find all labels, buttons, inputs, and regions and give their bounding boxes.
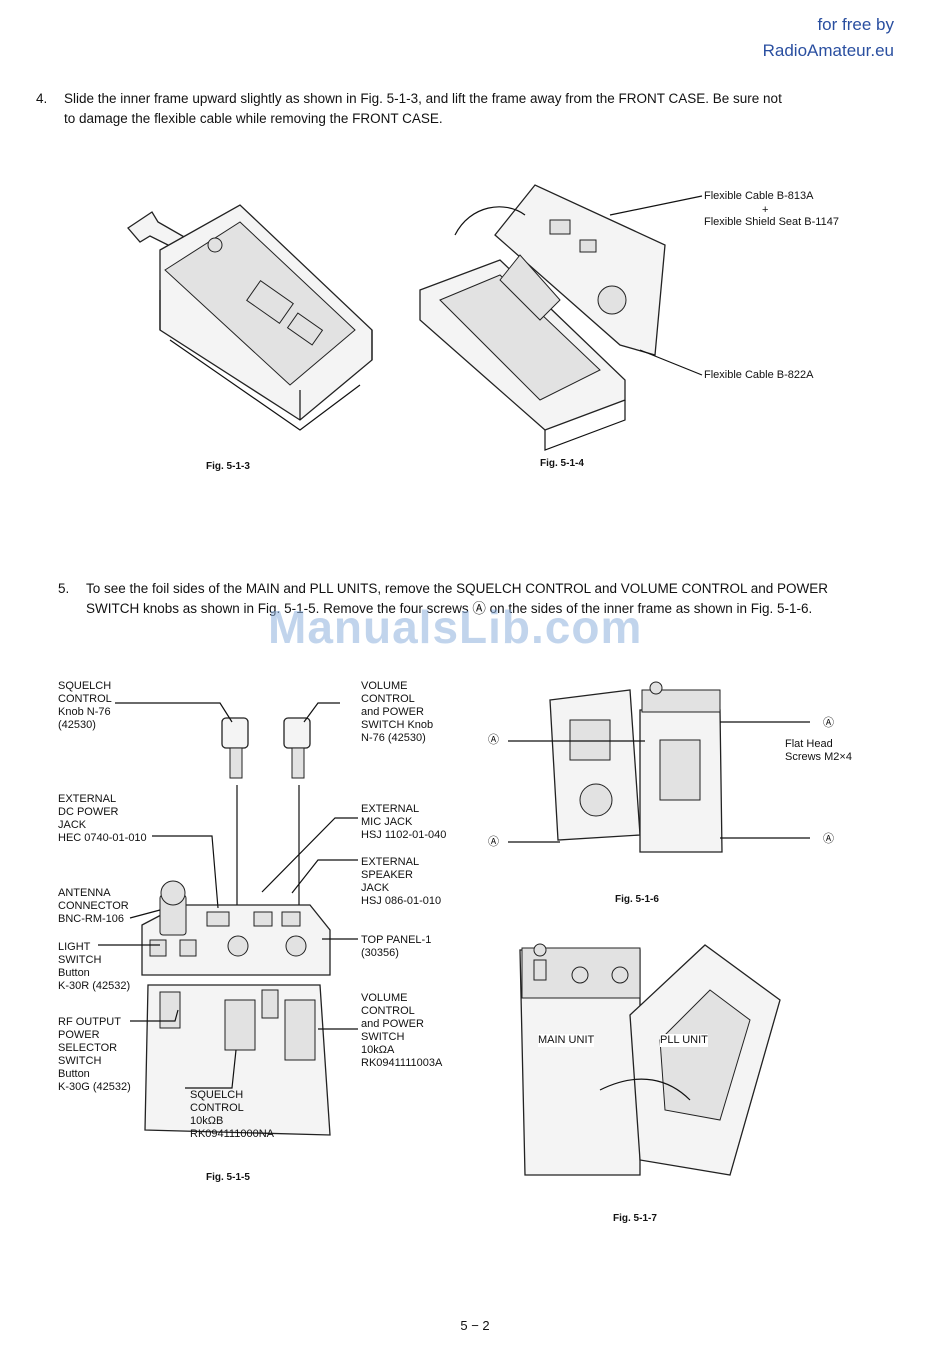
label-squelch-control: SQUELCH CONTROL 10kΩB RK094111000NA — [190, 1089, 274, 1140]
label-mic-jack: EXTERNAL MIC JACK HSJ 1102-01-040 — [361, 803, 447, 841]
label-volume-switch: VOLUME CONTROL and POWER SWITCH 10kΩA RK… — [361, 992, 443, 1069]
manualslib-watermark: ManualsLib.com — [268, 601, 643, 653]
step-4-number: 4. — [36, 91, 48, 106]
caption-fig-5-1-5: Fig. 5-1-5 — [206, 1172, 250, 1183]
step-4: 4. Slide the inner frame upward slightly… — [36, 88, 916, 132]
label-antenna-connector: ANTENNA CONNECTOR BNC-RM-106 — [58, 887, 129, 925]
screw-mark-right-top: Ⓐ — [823, 717, 834, 729]
watermark-line2: RadioAmateur.eu — [762, 41, 894, 60]
screw-mark-left-bottom: Ⓐ — [488, 836, 499, 848]
label-rf-output-switch: RF OUTPUT POWER SELECTOR SWITCH Button K… — [58, 1016, 131, 1093]
label-volume-knob: VOLUME CONTROL and POWER SWITCH Knob N-7… — [361, 680, 434, 744]
source-watermark: for free by RadioAmateur.eu — [763, 12, 894, 64]
caption-fig-5-1-7: Fig. 5-1-7 — [613, 1213, 657, 1224]
fig-5-1-6-drawing — [508, 681, 810, 853]
label-light-switch: LIGHT SWITCH Button K-30R (42532) — [58, 941, 131, 992]
step-5-line2: SWITCH knobs as shown in Fig. 5-1-5. Rem… — [86, 601, 813, 616]
watermark-line1: for free by — [817, 15, 894, 34]
fig-5-1-5-drawing — [98, 702, 358, 1136]
step-4-line1: Slide the inner frame upward slightly as… — [64, 91, 782, 106]
step-5-line1: To see the foil sides of the MAIN and PL… — [86, 581, 829, 596]
step-5: 5. To see the foil sides of the MAIN and… — [58, 578, 938, 622]
label-flexible-cable-b822a: Flexible Cable B-822A — [704, 369, 814, 381]
caption-fig-5-1-4: Fig. 5-1-4 — [540, 458, 584, 469]
label-top-panel: TOP PANEL-1 (30356) — [361, 934, 432, 959]
screw-mark-right-bottom: Ⓐ — [823, 833, 834, 845]
screw-mark-left-top: Ⓐ — [488, 734, 499, 746]
label-dc-power-jack: EXTERNAL DC POWER JACK HEC 0740-01-010 — [58, 793, 147, 844]
step-5-number: 5. — [58, 581, 70, 596]
label-pll-unit: PLL UNIT — [660, 1034, 708, 1047]
label-flexible-shield-seat: Flexible Shield Seat B-1147 — [704, 216, 839, 228]
step-4-line2: to damage the flexible cable while remov… — [64, 111, 443, 126]
caption-fig-5-1-6: Fig. 5-1-6 — [615, 894, 659, 905]
label-flexible-cable-b813a: Flexible Cable B-813A — [704, 190, 814, 202]
fig-5-1-7-drawing — [519, 943, 781, 1176]
label-main-unit: MAIN UNIT — [538, 1034, 595, 1047]
page-number: 5 − 2 — [460, 1318, 490, 1333]
fig-5-1-4-drawing — [419, 184, 703, 451]
label-speaker-jack: EXTERNAL SPEAKER JACK HSJ 086-01-010 — [361, 856, 442, 907]
label-flat-head-screws: Flat Head Screws M2×4 — [785, 738, 852, 763]
label-plus: + — [762, 204, 769, 216]
caption-fig-5-1-3: Fig. 5-1-3 — [206, 461, 250, 472]
label-squelch-knob: SQUELCH CONTROL Knob N-76 (42530) — [58, 680, 112, 731]
fig-5-1-3-drawing — [127, 204, 373, 431]
